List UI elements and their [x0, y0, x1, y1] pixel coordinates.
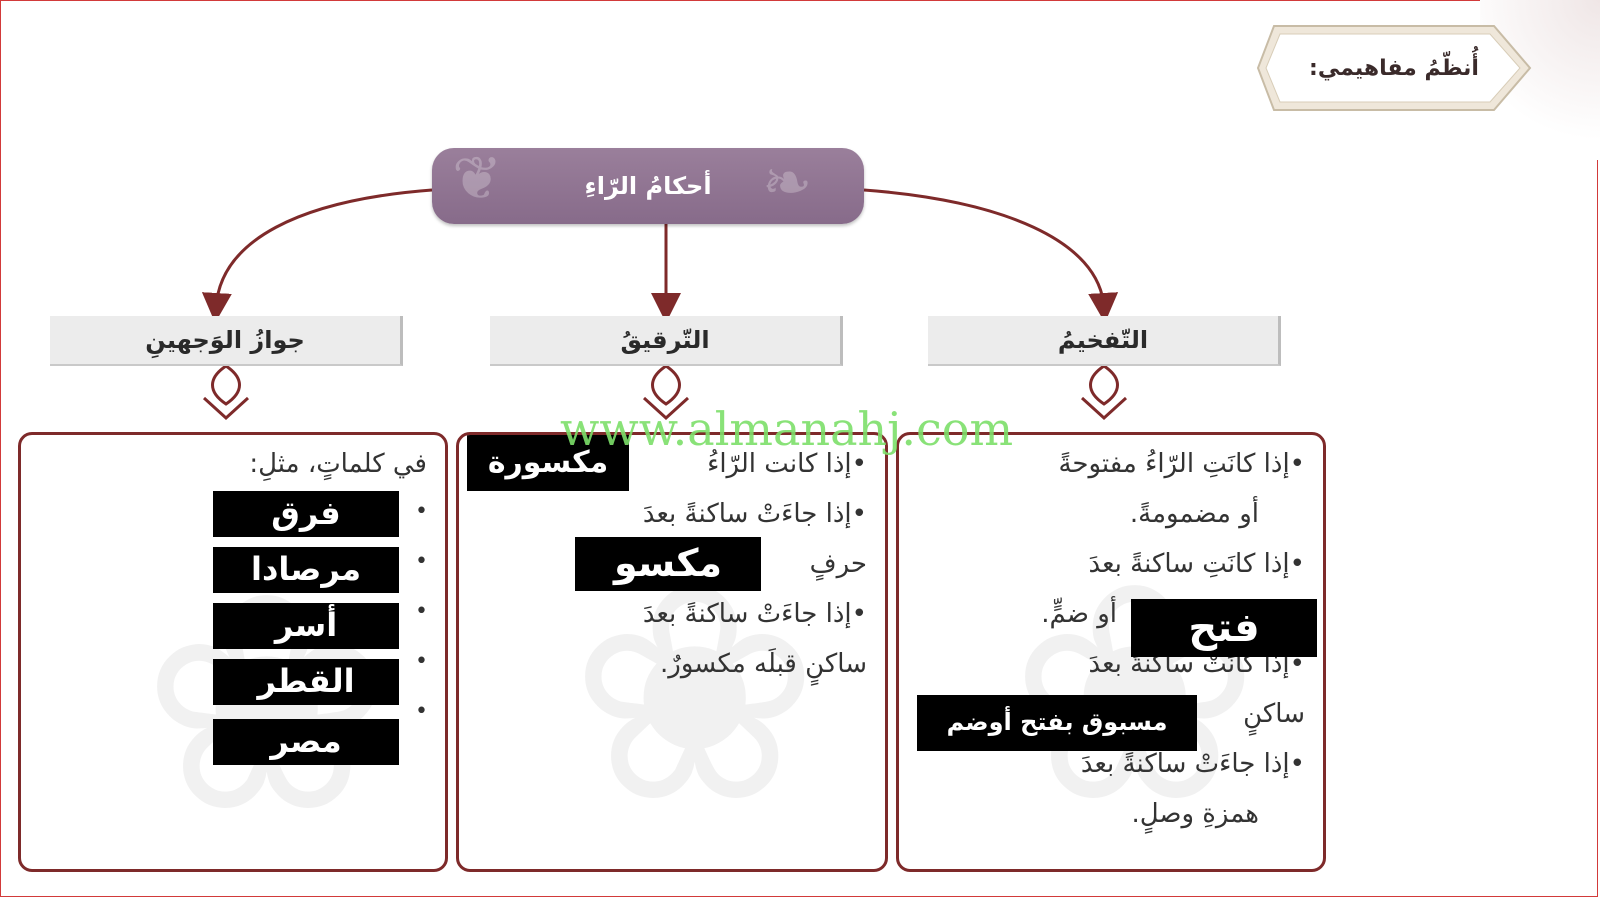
heavy-rule-1: •إذا كانَتِ الرّاءُ مفتوحةً — [1058, 449, 1305, 479]
bullet-icon: • — [415, 499, 428, 524]
category-thin: التّرقيقُ — [490, 316, 843, 366]
thin-rule-2: •إذا جاءَتْ ساكنةً بعدَ — [642, 499, 867, 529]
thin-rule-2b: حرفٍ — [809, 549, 867, 579]
root-title: أحكامُ الرّاءِ — [584, 172, 712, 200]
bullet-icon: • — [415, 599, 428, 624]
heavy-rule-1b: أو مضمومةً. — [1129, 499, 1259, 529]
thin-rule-3: •إذا جاءَتْ ساكنةً بعدَ — [642, 599, 867, 629]
example-word: فرق — [213, 491, 399, 537]
answer-kasra-mid: مكسو — [575, 537, 761, 591]
swirl-icon: ❧ — [762, 148, 813, 218]
site-watermark: www.almanahj.com — [560, 402, 1014, 456]
root-node: ❦ ❧ أحكامُ الرّاءِ — [432, 144, 864, 224]
decor-swirl-icon: ❀ — [569, 520, 821, 869]
example-word: القطر — [213, 659, 399, 705]
either-intro: في كلماتٍ، مثلِ: — [249, 449, 427, 479]
swirl-icon: ❦ — [452, 144, 503, 214]
ornament-left-icon — [202, 364, 250, 421]
answer-kasra-top: مكسورة — [467, 435, 629, 491]
example-word: أسر — [213, 603, 399, 649]
decor-swirl-icon: ❀ — [1009, 545, 1260, 845]
answer-fatha: فتح — [1131, 599, 1317, 657]
concepts-badge: أُنظّمُ مفاهيمي: — [1254, 18, 1538, 118]
heavy-rule-4b: همزةِ وصلٍ. — [1131, 799, 1259, 829]
decor-swirl-icon: ❀ — [141, 555, 392, 855]
ornament-right-icon — [1080, 364, 1128, 421]
heavy-box: ❀ •إذا كانَتِ الرّاءُ مفتوحةً أو مضمومةً… — [896, 432, 1326, 872]
answer-preceded: مسبوق بفتح أوضم — [917, 695, 1197, 751]
category-either: جوازُ الوَجهينِ — [50, 316, 403, 366]
heavy-rule-2b: أو ضمٍّ. — [1041, 599, 1117, 629]
example-word: مرصادا — [213, 547, 399, 593]
either-box: ❀ في كلماتٍ، مثلِ: • • • • • فرق مرصادا … — [18, 432, 448, 872]
heavy-rule-3b: ساكنٍ — [1243, 699, 1305, 729]
bullet-icon: • — [415, 699, 428, 724]
heavy-rule-4: •إذا جاءَتْ ساكنةً بعدَ — [1080, 749, 1305, 779]
heavy-rule-2: •إذا كانَتِ ساكنةً بعدَ — [1088, 549, 1305, 579]
category-heavy: التّفخيمُ — [928, 316, 1281, 366]
bullet-icon: • — [415, 649, 428, 674]
badge-shape-icon — [1256, 25, 1532, 111]
thin-box: ❀ •إذا كانت الرّاءُ •إذا جاءَتْ ساكنةً ب… — [456, 432, 888, 872]
thin-rule-3b: ساكنٍ قبلَه مكسورٌ. — [660, 649, 867, 679]
bullet-icon: • — [415, 549, 428, 574]
example-word: مصر — [213, 719, 399, 765]
badge-title: أُنظّمُ مفاهيمي: — [1309, 55, 1479, 81]
thin-rule-1: •إذا كانت الرّاءُ — [707, 449, 867, 479]
ornament-middle-icon — [642, 364, 690, 421]
